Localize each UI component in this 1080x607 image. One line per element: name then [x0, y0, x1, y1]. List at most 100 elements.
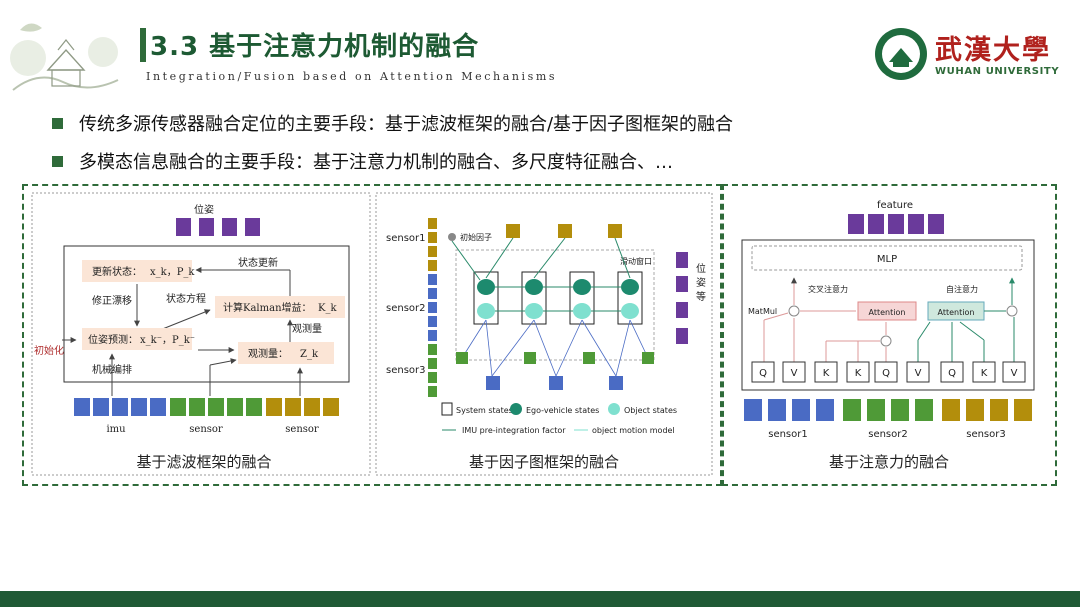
- token-label: V: [791, 368, 798, 379]
- token-label: K: [855, 368, 862, 379]
- university-name-en: WUHAN UNIVERSITY: [935, 66, 1060, 77]
- sensor-olive-blocks: [266, 398, 339, 416]
- cross-attention-label: 交叉注意力: [808, 284, 848, 294]
- state-equation-label: 状态方程: [166, 292, 206, 305]
- pose-block: [176, 218, 191, 236]
- legend-object-model: object motion model: [592, 426, 675, 435]
- sensor3-label: sensor3: [386, 365, 426, 376]
- sensor3-column: [428, 344, 437, 397]
- imu-label: imu: [106, 424, 126, 435]
- imu-block: [150, 398, 166, 416]
- attention-caption: 基于注意力的融合: [829, 453, 949, 471]
- sensor-block: [304, 398, 320, 416]
- pose-side-label: 姿: [696, 276, 706, 289]
- sensor1-label: sensor1: [386, 233, 426, 244]
- bullet-item: 传统多源传感器融合定位的主要手段：基于滤波框架的融合/基于因子图框架的融合: [52, 110, 733, 136]
- imu-block: [112, 398, 128, 416]
- pose-side-label: 等: [696, 290, 706, 303]
- bullet-item: 多模态信息融合的主要手段：基于注意力机制的融合、多尺度特征融合、…: [52, 148, 673, 174]
- pose-predict-label: 位姿预测：: [88, 333, 138, 346]
- update-state-box: [82, 260, 192, 282]
- sensor2-column: [428, 274, 437, 341]
- sensor1-label: sensor1: [768, 429, 808, 440]
- filter-process-frame: [63, 245, 350, 383]
- initial-factor-label: 初始因子: [460, 232, 492, 242]
- kalman-gain-var: K_k: [318, 303, 337, 314]
- factor-inner-frame: [375, 192, 713, 476]
- token-box: [972, 361, 996, 383]
- token-label: Q: [759, 368, 767, 379]
- sliding-window-label: 滑动窗口: [620, 256, 652, 266]
- bullet-text: 传统多源传感器融合定位的主要手段：基于滤波框架的融合/基于因子图框架的融合: [79, 114, 734, 135]
- update-state-vars: x_k，P_k: [150, 267, 195, 278]
- matmul-icon: [880, 335, 892, 347]
- token-box: [874, 361, 898, 383]
- sensor-block: [266, 398, 282, 416]
- token-label: Q: [948, 368, 956, 379]
- legend-imu-factor: IMU pre-integration factor: [462, 426, 566, 435]
- sensor-block: [246, 398, 262, 416]
- init-label: 初始化: [34, 344, 64, 357]
- imu-block: [131, 398, 147, 416]
- bullet-text: 多模态信息融合的主要手段：基于注意力机制的融合、多尺度特征融合、…: [79, 152, 673, 173]
- factor-edges: [451, 237, 631, 312]
- self-attention-edges: [917, 277, 1015, 362]
- token-box: [782, 361, 806, 383]
- bullet-square-icon: [52, 155, 63, 167]
- sensor-block: [208, 398, 224, 416]
- sensor2-label: sensor2: [386, 303, 426, 314]
- attention-fusion-panel: [722, 184, 1057, 486]
- cross-attention-edges: [763, 277, 887, 362]
- imu-blocks: [74, 398, 166, 416]
- attention-sensor-blocks: [744, 399, 1032, 421]
- token-box: [846, 361, 870, 383]
- sensor-label: sensor: [189, 424, 223, 435]
- pose-output-blocks: [676, 252, 688, 344]
- factor-graph-diagram: sensor1 sensor2 sensor3 初始因子 滑动窗口: [375, 192, 713, 476]
- observation-label: 观测量：: [248, 347, 288, 360]
- token-box: [1002, 361, 1026, 383]
- update-state-label: 更新状态：: [92, 265, 142, 278]
- qkv-tokens: Q V K K Q V Q K V: [751, 361, 1026, 383]
- page-subtitle: Integration/Fusion based on Attention Me…: [146, 70, 558, 83]
- footer-bar: [0, 591, 1080, 607]
- mlp-box: [751, 245, 1023, 271]
- factor-caption: 基于因子图框架的融合: [469, 453, 619, 471]
- pose-side-label: 位: [696, 262, 706, 275]
- title-accent-bar: [140, 28, 146, 62]
- matmul-icon: [1006, 305, 1018, 317]
- self-attention-label: 自注意力: [946, 284, 978, 294]
- filter-diagram: 位姿 更新状态： x_k，P_k 状态更新 修正漂移 状态方程 计算Kalman…: [31, 192, 371, 476]
- attention-label: Attention: [938, 308, 975, 317]
- university-name-cn: 武漢大學: [935, 35, 1051, 66]
- feature-label: feature: [877, 200, 913, 211]
- pose-label: 位姿: [194, 203, 214, 216]
- sensor-block: [227, 398, 243, 416]
- token-label: V: [915, 368, 922, 379]
- page-title: 3.3 基于注意力机制的融合: [150, 32, 480, 62]
- pose-predict-vars: x_k⁻，P_k⁻: [140, 335, 195, 346]
- matmul-label: MatMul: [748, 307, 777, 316]
- attention-box: [857, 301, 917, 321]
- sensor-block: [170, 398, 186, 416]
- observation-box: [238, 342, 334, 364]
- bullet-square-icon: [52, 117, 63, 129]
- sensor-block: [285, 398, 301, 416]
- traditional-fusion-panel: [22, 184, 722, 486]
- sensor-green-blocks: [170, 398, 262, 416]
- legend-object-states: Object states: [624, 406, 677, 415]
- attention-frame: [741, 239, 1035, 391]
- initial-factor-dot: [448, 233, 456, 241]
- token-box: [814, 361, 838, 383]
- observation-var: Z_k: [300, 349, 319, 360]
- sensor1-column: [428, 218, 437, 271]
- filter-inner-frame: [31, 192, 371, 476]
- imu-block: [93, 398, 109, 416]
- kalman-gain-box: [215, 296, 345, 318]
- sliding-window-frame: [455, 249, 655, 361]
- token-label: K: [823, 368, 830, 379]
- token-label: K: [981, 368, 988, 379]
- legend-system-states: System states: [456, 406, 513, 415]
- pose-block: [222, 218, 237, 236]
